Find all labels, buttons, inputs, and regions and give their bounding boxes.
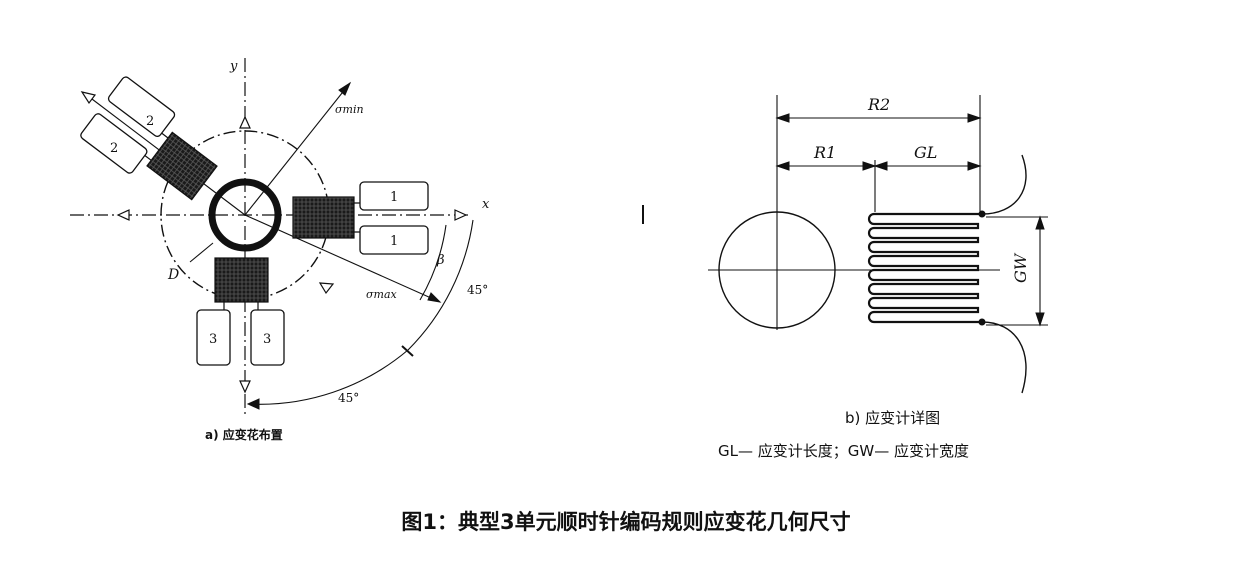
arrow-lowerright-marker bbox=[318, 282, 335, 295]
gl-arrow-right bbox=[967, 161, 982, 171]
r2-arrow-left bbox=[775, 113, 790, 123]
gauge-1a-number: 1 bbox=[390, 190, 398, 205]
r2-arrow-right bbox=[967, 113, 982, 123]
gl-label: GL bbox=[914, 143, 937, 162]
gauge-3a-tab bbox=[196, 309, 231, 366]
sigma-max-label: σmax bbox=[366, 288, 397, 301]
upper-lead-wire bbox=[981, 154, 1027, 215]
y-axis-label: y bbox=[229, 59, 238, 74]
r1-label: R1 bbox=[813, 143, 836, 162]
gauge-3-leads bbox=[223, 302, 259, 311]
angle-arc-arrowhead bbox=[246, 398, 260, 410]
gauge-1b-number: 1 bbox=[390, 234, 398, 249]
gauge-2b-number: 2 bbox=[110, 141, 118, 156]
sigma-min-arrowhead bbox=[338, 81, 352, 96]
gauge-2a-number: 2 bbox=[146, 114, 154, 129]
gw-arrow-top bbox=[1035, 215, 1045, 230]
arrow-right-marker bbox=[454, 209, 468, 221]
gauge-1a-tab bbox=[359, 181, 429, 211]
diameter-leader bbox=[189, 242, 214, 263]
beta-label: β bbox=[436, 253, 445, 268]
center-ring bbox=[208, 178, 282, 252]
arrow-left-marker bbox=[116, 209, 130, 221]
sigma-max-arrowhead bbox=[427, 292, 442, 303]
gauge-2-grid bbox=[146, 131, 218, 201]
panel-a-caption: a) 应变花布置 bbox=[205, 427, 283, 442]
arrow-upleft-marker bbox=[80, 91, 97, 105]
gauge-3b-tab bbox=[250, 309, 285, 366]
arrow-down-marker bbox=[239, 380, 251, 394]
gauge-1b-tab bbox=[359, 225, 429, 255]
panel-b-caption: b) 应变计详图 bbox=[845, 409, 940, 427]
gauge-1-grid bbox=[292, 196, 355, 239]
panel-a-rosette-layout bbox=[70, 58, 474, 418]
x-axis-label: x bbox=[482, 197, 490, 212]
arrow-up-marker bbox=[239, 115, 251, 129]
r2-label: R2 bbox=[867, 95, 890, 114]
sigma-min-label: σmin bbox=[335, 103, 364, 116]
angle-label-upper: 45° bbox=[467, 283, 488, 297]
lower-lead-wire bbox=[981, 321, 1027, 394]
gauge-2b-tab bbox=[80, 113, 148, 174]
panel-b-legend: GL— 应变计长度；GW— 应变计宽度 bbox=[718, 442, 969, 460]
gauge-serpentine-grid bbox=[867, 212, 982, 324]
gauge-2-leads bbox=[144, 132, 169, 161]
panel-b-gauge-detail bbox=[708, 95, 1048, 394]
beta-arc bbox=[419, 224, 447, 301]
gl-arrow-left bbox=[873, 161, 888, 171]
gauge-3-grid bbox=[214, 257, 269, 303]
gauge-3a-number: 3 bbox=[209, 332, 217, 347]
angle-label-lower: 45° bbox=[338, 391, 359, 405]
sigma-min-line bbox=[244, 82, 351, 216]
gauge-3b-number: 3 bbox=[263, 332, 271, 347]
lower-solder-dot bbox=[978, 318, 986, 326]
gauge-2a-tab bbox=[107, 76, 176, 137]
r1-arrow-right bbox=[862, 161, 877, 171]
gw-label: GW bbox=[1011, 252, 1030, 283]
figure-caption: 图1：典型3单元顺时针编码规则应变花几何尺寸 bbox=[401, 510, 851, 534]
upper-solder-dot bbox=[978, 210, 986, 218]
angle-arc-lower bbox=[247, 349, 409, 405]
r1-arrow-left bbox=[775, 161, 790, 171]
angle-arc-upper bbox=[407, 219, 474, 351]
gw-arrow-bottom bbox=[1035, 312, 1045, 327]
diameter-label: D bbox=[167, 267, 179, 283]
angle-tick bbox=[401, 345, 414, 357]
